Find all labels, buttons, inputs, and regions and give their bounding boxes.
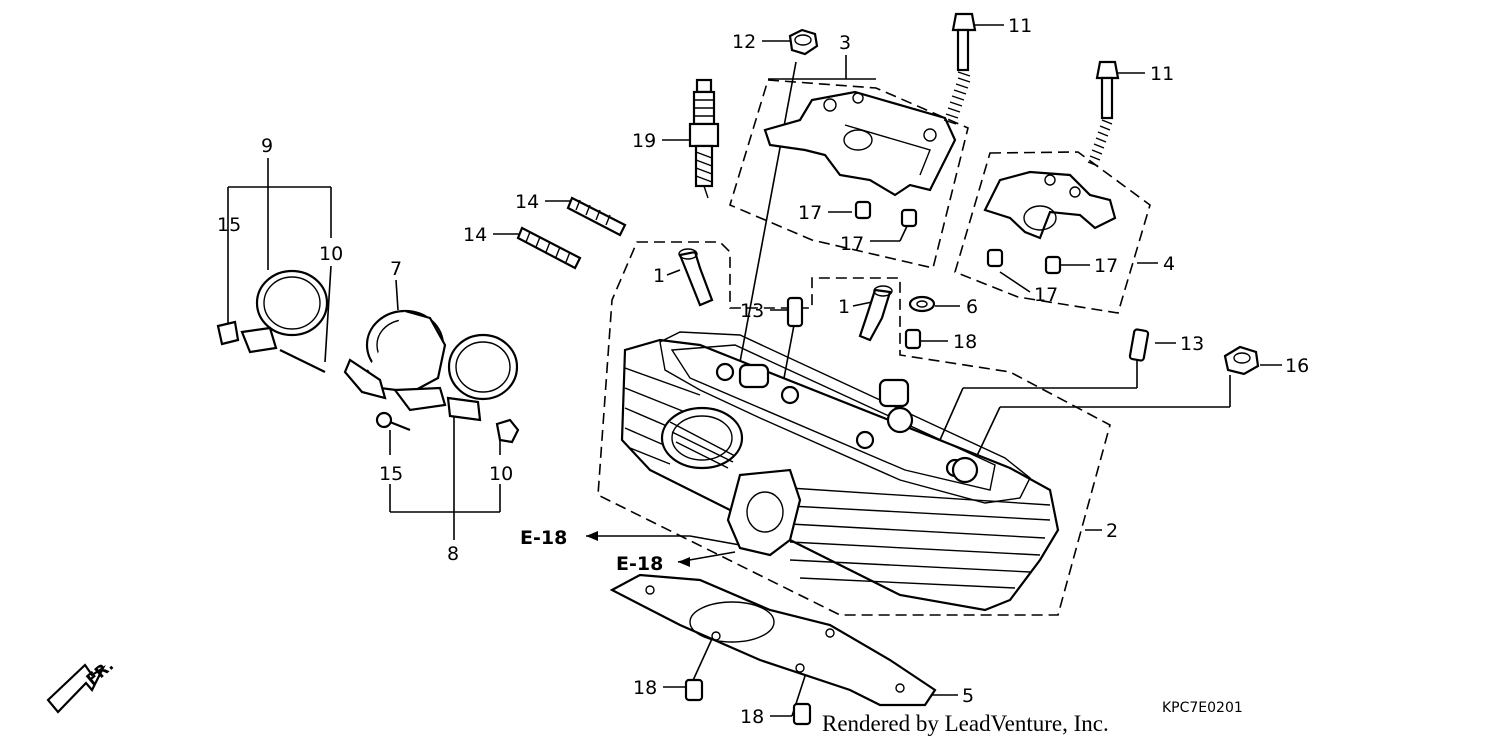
callout-14-upper: 14 xyxy=(515,191,539,213)
callout-10-upper: 10 xyxy=(319,243,343,265)
callout-18-lower-left: 18 xyxy=(633,677,657,699)
valve-guide-left xyxy=(678,248,714,307)
callout-1-left: 1 xyxy=(653,265,665,287)
callout-4: 4 xyxy=(1163,253,1175,275)
callout-3: 3 xyxy=(839,32,851,54)
dowel-pin-left xyxy=(786,296,804,328)
group-outline-rocker-arm-holder xyxy=(729,79,969,269)
callout-19: 19 xyxy=(632,130,656,152)
dowel-18-lower-left xyxy=(684,678,704,702)
render-credit: Rendered by LeadVenture, Inc. xyxy=(822,711,1109,736)
callout-13-right: 13 xyxy=(1180,333,1204,355)
dowel-17-b xyxy=(900,208,918,228)
callout-labels: 1 1 2 3 4 5 6 7 8 9 10 10 11 11 12 13 13… xyxy=(217,15,1309,728)
callout-8: 8 xyxy=(447,543,459,565)
seal-collar xyxy=(908,295,936,313)
dowel-18-upper xyxy=(904,328,922,350)
front-arrow-icon xyxy=(46,663,106,714)
group-outline-cylinder-head xyxy=(597,241,1111,616)
dowel-pin-right xyxy=(1128,328,1150,362)
cap-nut xyxy=(788,28,819,56)
diagram-code: KPC7E0201 xyxy=(1162,700,1243,716)
stud-bolt-lower xyxy=(516,226,582,270)
dowel-18-lower-right xyxy=(792,702,812,726)
callout-7: 7 xyxy=(390,258,402,280)
callout-17-c: 17 xyxy=(1094,255,1118,277)
callout-1-middle: 1 xyxy=(838,296,850,318)
spark-plug xyxy=(688,78,720,199)
flange-bolt-upper xyxy=(943,12,977,125)
callout-15-lower: 15 xyxy=(379,463,403,485)
callout-16: 16 xyxy=(1285,355,1309,377)
callout-10-lower: 10 xyxy=(489,463,513,485)
stud-bolt-upper xyxy=(566,196,627,237)
callout-11-upper: 11 xyxy=(1008,15,1032,37)
callout-2: 2 xyxy=(1106,520,1118,542)
callout-6: 6 xyxy=(966,296,978,318)
hose-clamp-lower xyxy=(446,333,519,422)
flange-bolt-lower xyxy=(1087,60,1120,167)
dowel-17-c xyxy=(1044,255,1062,275)
acorn-nut xyxy=(1223,345,1260,376)
valve-guide-middle xyxy=(858,285,893,342)
group-outline-camshaft-holder xyxy=(954,151,1151,314)
dowel-17-d xyxy=(986,248,1004,268)
callout-15-upper: 15 xyxy=(217,214,241,236)
callout-9: 9 xyxy=(261,135,273,157)
carburetor-insulator xyxy=(343,309,447,412)
callout-13-left: 13 xyxy=(740,300,764,322)
callout-18-upper: 18 xyxy=(953,331,977,353)
rocker-arm-holder xyxy=(763,90,957,197)
arrow-head-icon xyxy=(678,557,690,567)
section-ref-e18-lower: E-18 xyxy=(616,553,663,575)
camshaft-holder xyxy=(983,170,1117,240)
callout-14-lower: 14 xyxy=(463,224,487,246)
dowel-17-a xyxy=(854,200,872,220)
callout-11-lower: 11 xyxy=(1150,63,1174,85)
callout-17-a: 17 xyxy=(798,202,822,224)
callout-17-d: 17 xyxy=(1034,284,1058,306)
cylinder-head xyxy=(620,331,1060,612)
callout-5: 5 xyxy=(962,685,974,707)
callout-12: 12 xyxy=(732,31,756,53)
section-ref-e18-upper: E-18 xyxy=(520,527,567,549)
head-gasket xyxy=(609,573,937,707)
arrow-head-icon xyxy=(586,531,598,541)
clamp-screw-lower xyxy=(375,411,411,432)
callout-18-lower-right: 18 xyxy=(740,706,764,728)
hose-clamp-upper xyxy=(216,269,329,373)
clamp-nut-lower xyxy=(495,418,520,444)
callout-17-b: 17 xyxy=(840,233,864,255)
